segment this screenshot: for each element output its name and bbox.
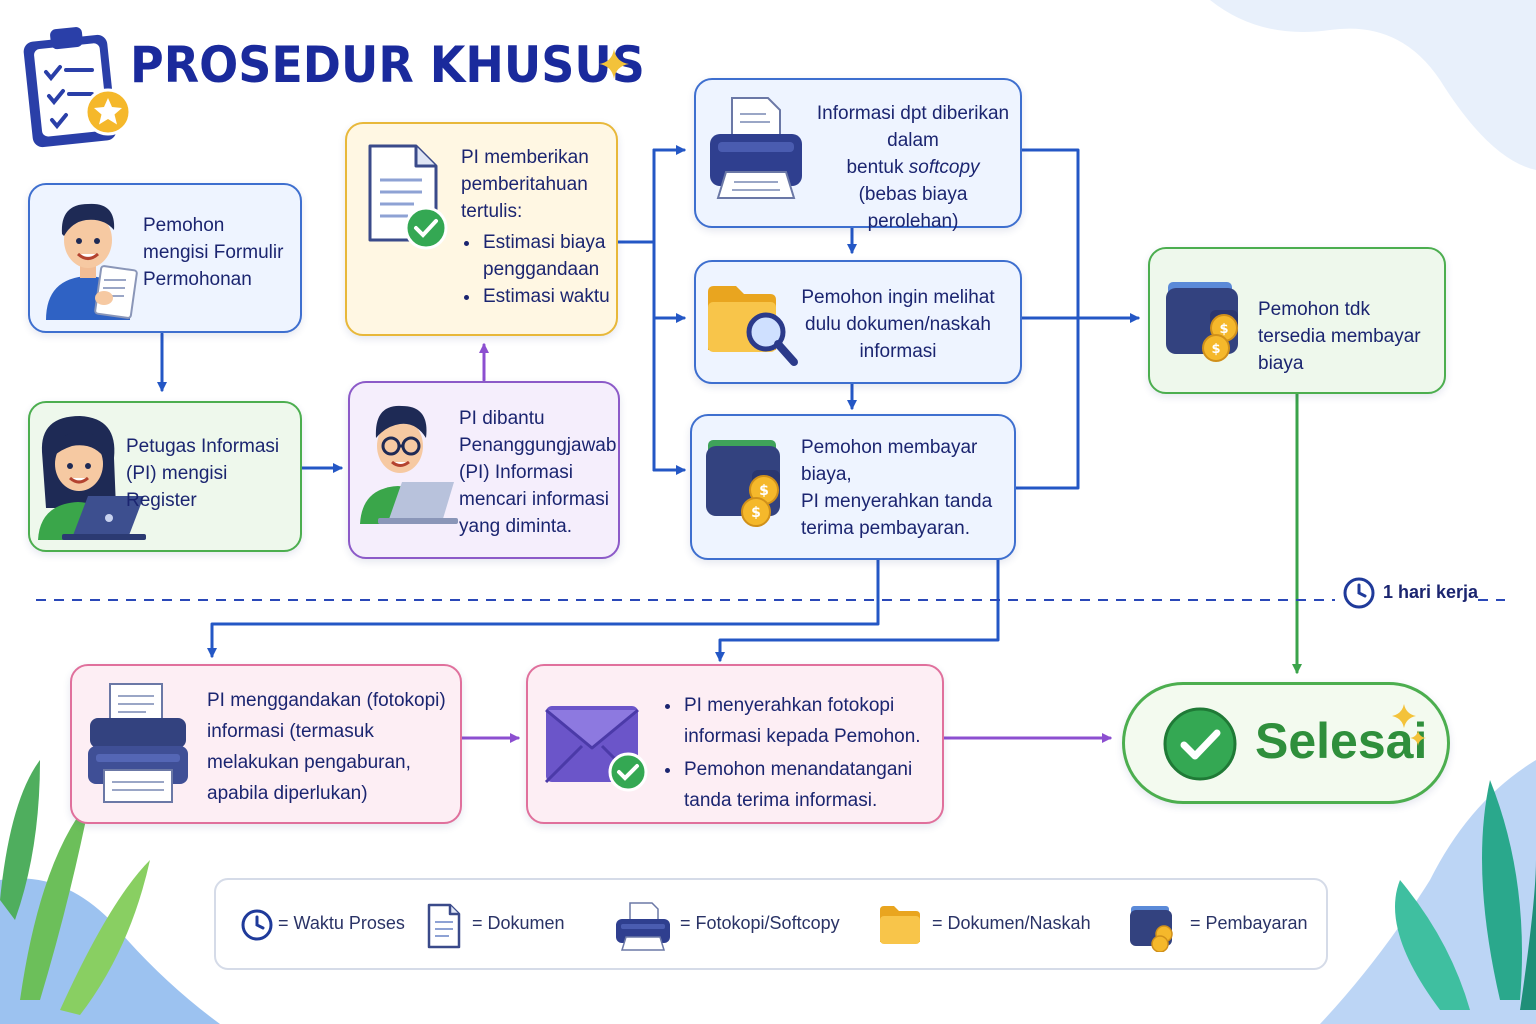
notice-bullet-cost: Estimasi biaya penggandaan	[481, 229, 613, 283]
document-check-icon	[368, 144, 448, 250]
pay-fee-line1: Pemohon membayar biaya,	[801, 437, 978, 485]
clock-icon	[1343, 577, 1375, 609]
folder-icon	[880, 906, 920, 944]
legend-label-printer: = Fotokopi/Softcopy	[680, 913, 840, 933]
sparkle-icon	[599, 49, 629, 79]
leaf-decoration-right	[1395, 780, 1536, 1010]
legend-label-wallet: = Pembayaran	[1190, 913, 1308, 933]
notice-bullet-list: Estimasi biaya penggandaan Estimasi wakt…	[461, 229, 613, 310]
printer-icon	[616, 902, 670, 951]
folder-search-icon	[708, 286, 798, 366]
legend-label-folder: = Dokumen/Naskah	[932, 913, 1091, 933]
copier-icon	[88, 683, 188, 803]
sparkle-icon	[1392, 704, 1426, 746]
handover-bullet-give: PI menyerahkan fotokopi informasi kepada…	[682, 690, 938, 752]
leaf-decoration-left	[0, 760, 150, 1015]
step-cannot-pay-text: Pemohon tdk tersedia membayar biaya	[1258, 299, 1421, 374]
softcopy-line2-post: (bebas biaya perolehan)	[858, 184, 968, 232]
handover-bullet-sign: Pemohon menandatangani tanda terima info…	[682, 754, 938, 816]
clock-icon	[241, 909, 273, 941]
legend-label-time: = Waktu Proses	[278, 913, 405, 933]
step-assisted-text: PI dibantu Penanggungjawab (PI) Informas…	[459, 408, 617, 537]
page-title: PROSEDUR KHUSUS	[130, 36, 645, 94]
legend-label-document: = Dokumen	[472, 913, 565, 933]
step-view-document-text: Pemohon ingin melihat dulu dokumen/naska…	[801, 287, 995, 362]
step-pay-fee-text: Pemohon membayar biaya, PI menyerahkan t…	[801, 434, 1011, 542]
notice-bullet-time: Estimasi waktu	[481, 283, 613, 310]
svg-text:$: $	[751, 505, 761, 521]
softcopy-line1: Informasi dpt diberikan dalam	[816, 103, 1010, 151]
step-handover-text: PI menyerahkan fotokopi informasi kepada…	[660, 690, 938, 816]
assistant-person-icon	[360, 405, 458, 524]
svg-text:$: $	[759, 483, 769, 499]
wallet-icon: $ $	[1166, 282, 1238, 362]
officer-person-icon	[38, 416, 146, 540]
applicant-person-icon	[46, 203, 138, 320]
handover-bullet-list: PI menyerahkan fotokopi informasi kepada…	[660, 690, 938, 816]
pay-fee-line2: PI menyerahkan tanda terima pembayaran.	[801, 491, 993, 539]
softcopy-line2-pre: bentuk	[846, 157, 909, 178]
time-note: 1 hari kerja	[1383, 582, 1479, 602]
legend: = Waktu Proses = Dokumen = Fotokopi/Soft…	[214, 878, 1328, 970]
clipboard-icon	[23, 27, 132, 148]
step-written-notice-text: PI memberikan pemberitahuan tertulis: Es…	[461, 144, 613, 310]
check-circle-icon	[1163, 707, 1237, 781]
step-register-text: Petugas Informasi (PI) mengisi Register	[126, 436, 280, 511]
softcopy-line2-em: softcopy	[908, 157, 980, 178]
wallet-coins-icon: $ $	[706, 440, 780, 527]
printer-icon	[710, 97, 802, 199]
step-fill-form-text: Pemohon mengisi Formulir Permohonan	[143, 215, 284, 290]
envelope-check-icon	[544, 706, 648, 792]
wallet-icon	[1130, 906, 1173, 952]
notice-heading: PI memberikan pemberitahuan tertulis:	[461, 147, 589, 222]
svg-text:$: $	[1219, 322, 1228, 337]
step-photocopy-text: PI menggandakan (fotokopi) informasi (te…	[207, 690, 446, 804]
done-label: Selesai	[1255, 713, 1428, 769]
svg-text:$: $	[1211, 342, 1220, 357]
step-softcopy-text: Informasi dpt diberikan dalam bentuk sof…	[816, 100, 1010, 235]
document-icon	[427, 903, 461, 949]
